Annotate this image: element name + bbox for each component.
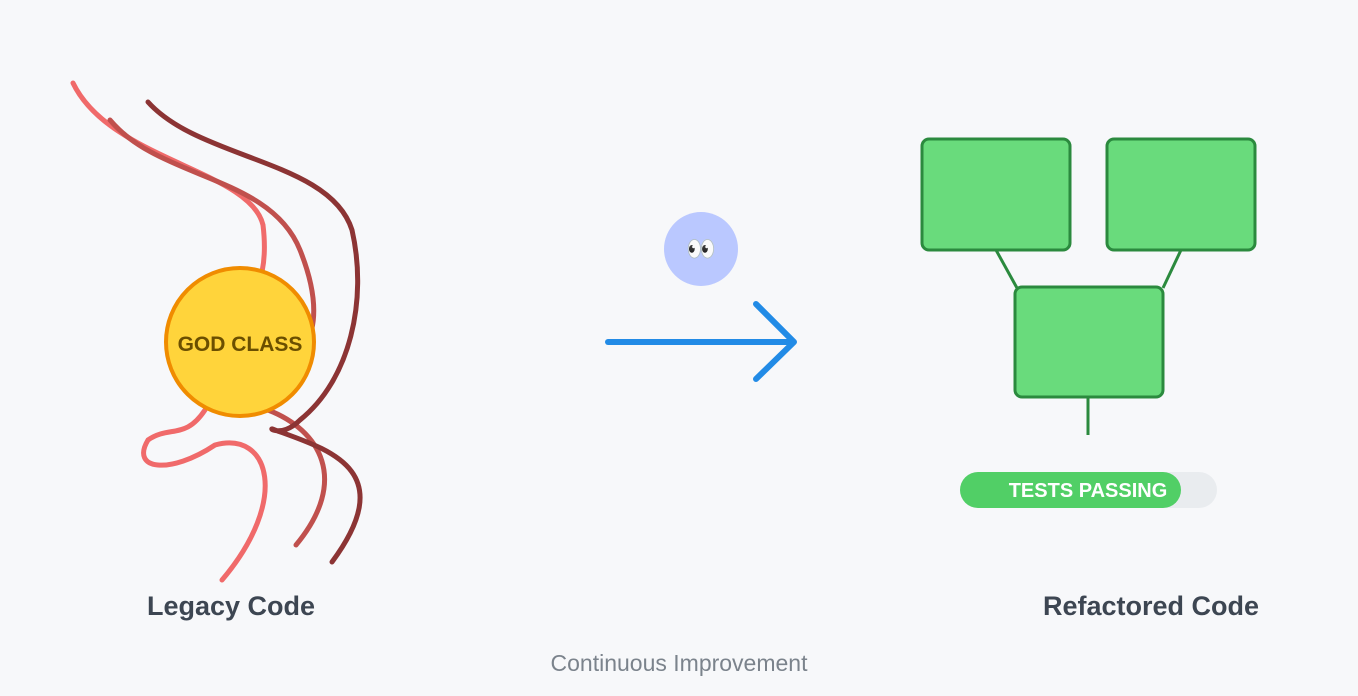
mascot-bubble — [664, 212, 738, 286]
tests-progress-bar: TESTS PASSING — [960, 472, 1217, 508]
footer-caption: Continuous Improvement — [550, 650, 808, 676]
module-box-bottom — [1013, 285, 1165, 399]
module-box-top-right — [1105, 137, 1257, 252]
module-connector-right — [1161, 249, 1183, 289]
eyes-emoji-icon: 👀 — [686, 236, 716, 263]
god-class-label: GOD CLASS — [178, 333, 303, 356]
progress-fill — [960, 472, 1181, 508]
god-class-node: GOD CLASS — [164, 266, 316, 418]
module-box-top-left — [920, 137, 1072, 252]
legacy-spaghetti — [70, 80, 363, 583]
legacy-code-caption: Legacy Code — [147, 591, 316, 621]
refactored-architecture — [920, 137, 1257, 435]
refactored-code-caption: Refactored Code — [1043, 591, 1260, 621]
arrow-right-icon — [605, 301, 797, 382]
spaghetti-wire-mid — [107, 117, 327, 548]
spaghetti-wire-light — [70, 80, 268, 583]
spaghetti-wire-dark — [145, 99, 363, 565]
module-connector-left — [994, 249, 1019, 289]
mascot: 👀 — [664, 212, 738, 286]
god-class-circle — [164, 266, 316, 418]
tests-passing-label: TESTS PASSING — [1009, 480, 1168, 502]
